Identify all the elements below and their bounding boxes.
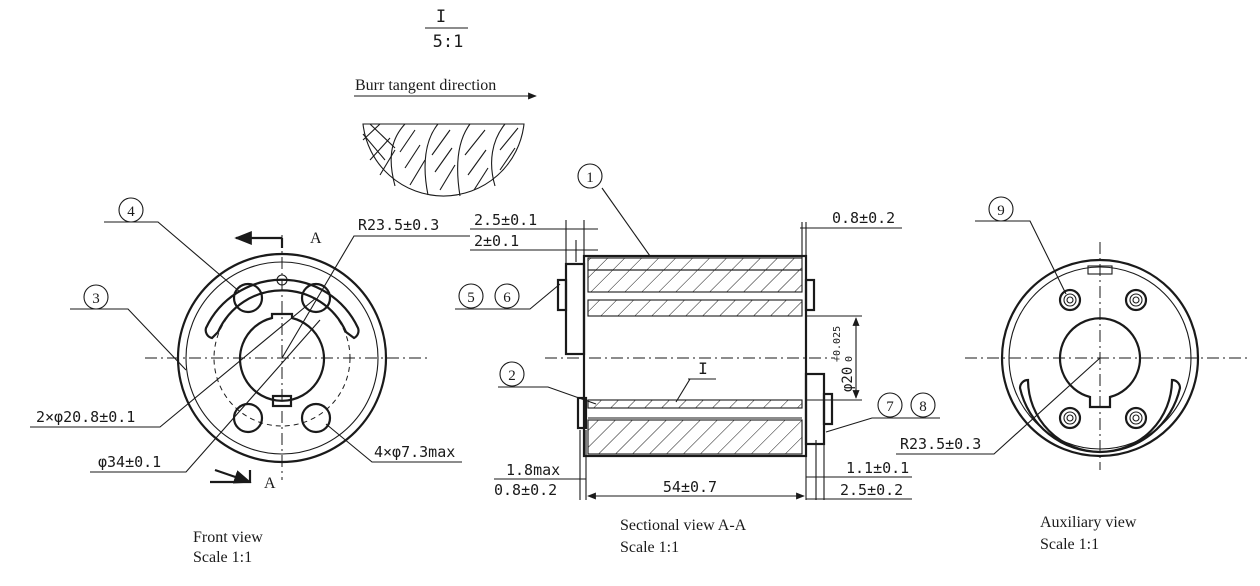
callout-3-leader	[70, 308, 187, 371]
callout-1-leader	[601, 187, 651, 257]
callout-4-number: 4	[127, 204, 135, 220]
aux-screw-lower-left	[1058, 406, 1082, 430]
front-outer-circle	[176, 252, 388, 464]
front-outer-dia-leader	[90, 319, 321, 473]
section-detail-pointer	[675, 378, 691, 403]
callout-7-number: 7	[886, 399, 894, 415]
aux-radius-leader	[896, 357, 1101, 455]
section-arrow-top	[236, 238, 284, 248]
front-kidney-slot	[204, 278, 360, 340]
detail-label: I	[436, 7, 446, 27]
front-hole-upper-left	[232, 282, 264, 314]
aux-screw-upper-right	[1124, 288, 1148, 312]
section-top-wall	[587, 269, 803, 293]
callout-7-bubble	[877, 392, 903, 418]
section-mark-bottom: A	[264, 475, 276, 492]
section-view-title: Sectional view A-A	[620, 517, 747, 534]
section-right-flange-lower	[804, 372, 826, 446]
section-bottom-inner	[587, 399, 803, 409]
dim-0-8-top: 0.8±0.2	[832, 209, 895, 227]
front-view: A A 4 3 R23.5±0.3 2×φ20.8±0.1 φ34±0.1 4×…	[30, 197, 470, 566]
callout-4-leader	[104, 221, 241, 293]
callout-9-leader	[975, 220, 1067, 295]
callout-1-bubble	[577, 163, 603, 189]
front-inner-rim	[185, 261, 379, 455]
callout-3-number: 3	[92, 291, 100, 307]
section-detail-mark: I	[698, 359, 708, 378]
section-body-outline	[582, 254, 808, 458]
callout-8-number: 8	[919, 399, 927, 415]
detail-view-i: I 5:1 Burr tangent direction	[354, 7, 537, 197]
section-arrow-bottom-head	[214, 468, 252, 484]
dim-1-8-max: 1.8max	[506, 461, 560, 479]
callout-2-bubble	[499, 361, 525, 387]
callout-7-8-leader	[825, 417, 940, 433]
dim-2-5-bottom: 2.5±0.2	[840, 481, 903, 499]
front-bore	[238, 312, 326, 402]
section-right-cap-upper	[804, 278, 816, 312]
callout-5-number: 5	[467, 290, 475, 306]
burr-hatching	[362, 123, 519, 197]
front-hole-upper-right	[300, 282, 332, 314]
front-view-title: Front view	[193, 529, 263, 546]
section-mark-top: A	[310, 230, 322, 247]
front-view-scale: Scale 1:1	[193, 549, 252, 566]
front-small-holes-leader	[325, 423, 462, 463]
callout-2-number: 2	[508, 368, 516, 384]
front-radius-leader	[281, 235, 470, 359]
callout-6-number: 6	[503, 290, 511, 306]
callout-8-bubble	[910, 392, 936, 418]
aux-top-mark	[1087, 265, 1113, 275]
aux-view-scale: Scale 1:1	[1040, 536, 1099, 553]
dim-1-1: 1.1±0.1	[846, 459, 909, 477]
callout-5-bubble	[458, 283, 484, 309]
aux-kidney-slot	[1018, 378, 1182, 454]
aux-view-title: Auxiliary view	[1040, 514, 1137, 531]
front-hole-lower-left	[232, 402, 264, 434]
aux-inner-rim	[1008, 266, 1192, 450]
section-top-sleeve	[587, 257, 803, 271]
callout-1-number: 1	[586, 170, 594, 186]
aux-view: 9 R23.5±0.3 Auxiliary view Scale 1:1	[896, 196, 1250, 553]
callout-2-leader	[498, 386, 597, 405]
bore-tol-lower: 0	[844, 356, 855, 362]
aux-screw-upper-left	[1058, 288, 1082, 312]
section-bottom-wall	[587, 419, 803, 455]
front-holes-leader	[30, 297, 317, 428]
detail-semicircle	[362, 123, 525, 197]
section-right-clip-lower	[822, 392, 834, 426]
front-hole-lower-right	[300, 402, 332, 434]
section-left-flange-lower	[576, 396, 588, 430]
dim-2-top: 2±0.1	[474, 232, 519, 250]
detail-scale: 5:1	[433, 32, 464, 52]
callout-5-6-leader	[455, 283, 561, 310]
bore-tol-upper: +0.025	[832, 326, 843, 362]
callout-9-number: 9	[997, 203, 1005, 219]
dim-2-5-top: 2.5±0.1	[474, 211, 537, 229]
dim-length: 54±0.7	[663, 478, 717, 496]
front-outer-dia-dim: φ34±0.1	[98, 453, 161, 471]
aux-outer-circle	[1000, 258, 1200, 458]
bore-dim-text-group: φ20 +0.025 0	[832, 326, 856, 392]
section-top-inner	[587, 299, 803, 317]
aux-screw-lower-right	[1124, 406, 1148, 430]
dim-0-8-bottom: 0.8±0.2	[494, 481, 557, 499]
bore-dim: φ20	[840, 367, 856, 392]
front-holes-dim: 2×φ20.8±0.1	[36, 408, 135, 426]
aux-radius-dim: R23.5±0.3	[900, 435, 981, 453]
front-key-lower	[271, 394, 293, 408]
section-view: φ20 +0.025 0 2.5±0.1 2±0.1 0.8±0.2 1 5 6…	[455, 163, 940, 556]
aux-bore	[1058, 317, 1142, 409]
section-left-clip-upper	[556, 278, 568, 312]
section-view-scale: Scale 1:1	[620, 539, 679, 556]
front-radius-dim: R23.5±0.3	[358, 216, 439, 234]
front-marker-hole	[276, 274, 288, 286]
callout-6-bubble	[494, 283, 520, 309]
section-left-flange-upper	[564, 262, 586, 356]
front-small-holes-dim: 4×φ7.3max	[374, 443, 455, 461]
burr-direction-label: Burr tangent direction	[355, 77, 496, 94]
